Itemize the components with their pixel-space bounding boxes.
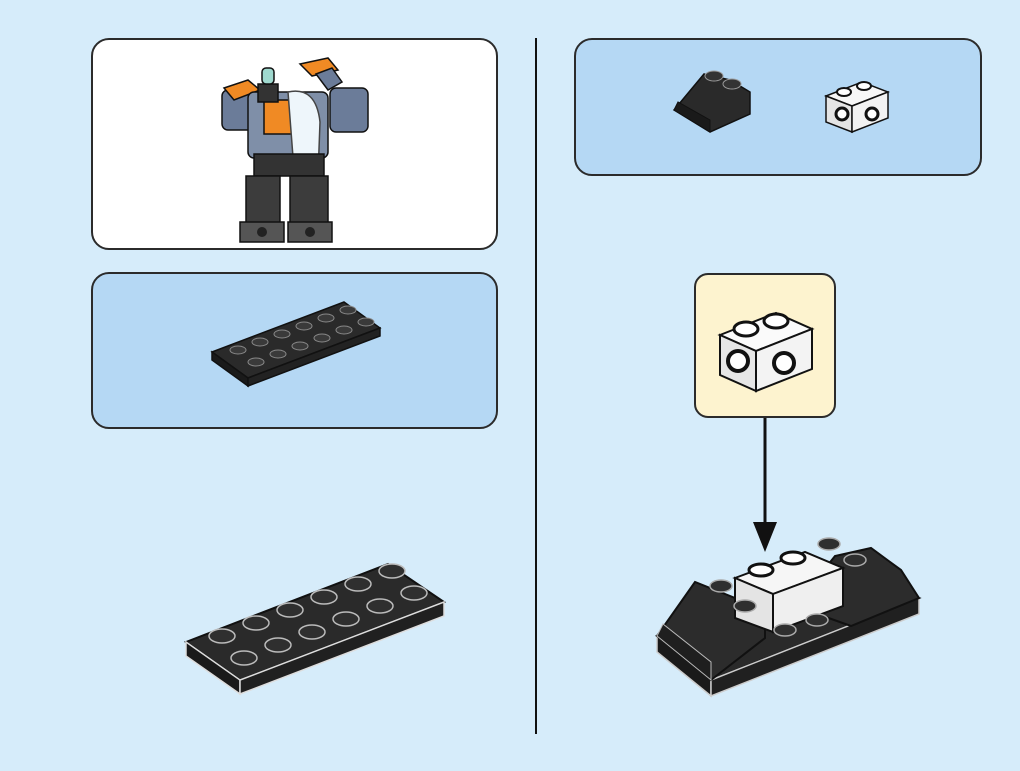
mech-model-preview-icon xyxy=(208,58,388,248)
white-brick-1x2-side-studs-icon xyxy=(714,295,818,399)
build-step-plate-icon xyxy=(182,556,448,698)
parts-needed-panel-left xyxy=(91,272,498,429)
column-divider xyxy=(535,38,537,734)
black-plate-2x6-icon xyxy=(208,298,383,388)
parts-needed-panel-right xyxy=(574,38,982,176)
model-preview-panel xyxy=(91,38,498,250)
slope-assembly-icon xyxy=(655,526,923,700)
white-brick-1x2-side-studs-icon xyxy=(822,70,892,138)
black-slope-2x2-icon xyxy=(670,62,754,136)
subassembly-callout xyxy=(694,273,836,418)
